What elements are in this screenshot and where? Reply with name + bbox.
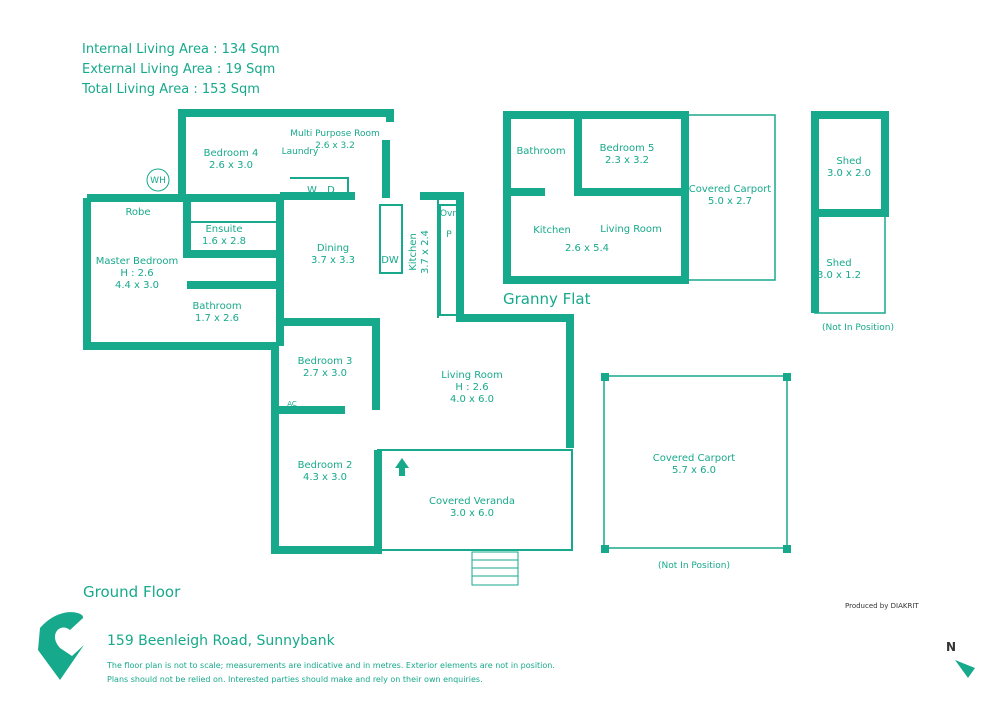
washer-label: W [307,185,317,196]
granny-kitchen: Kitchen [533,225,571,236]
shed-note: (Not In Position) [822,323,894,333]
carport-note: (Not In Position) [658,561,730,571]
granny-flat-walls [503,111,689,284]
granny-flat-title: Granny Flat [503,290,591,308]
produced-by: Produced by DIAKRIT [845,602,919,610]
ac-label: AC [287,400,297,408]
water-heater-label: WH [150,176,166,186]
total-area: Total Living Area : 153 Sqm [82,82,260,97]
dryer-label: D [327,185,335,196]
laundry-label: Laundry [281,147,319,157]
address: 159 Beenleigh Road, Sunnybank [107,633,335,649]
internal-area: Internal Living Area : 134 Sqm [82,42,280,57]
oven-label: Ovn [439,209,459,219]
external-area: External Living Area : 19 Sqm [82,62,276,77]
logo-icon [38,612,84,680]
disclaimer-line-1: The floor plan is not to scale; measurem… [107,661,555,670]
robe-label: Robe [125,207,151,218]
floor-label: Ground Floor [83,583,181,601]
entrance-arrow-icon [395,458,409,476]
granny-living: Living Room [600,224,662,235]
north-label: N [946,640,957,654]
granny-bathroom: Bathroom [516,146,566,157]
disclaimer-line-2: Plans should not be relied on. Intereste… [107,675,483,684]
pantry-label: P [446,230,452,240]
dishwasher-label: DW [381,255,399,266]
granny-size: 2.6 x 5.4 [564,243,610,254]
north-arrow-icon [955,660,975,678]
